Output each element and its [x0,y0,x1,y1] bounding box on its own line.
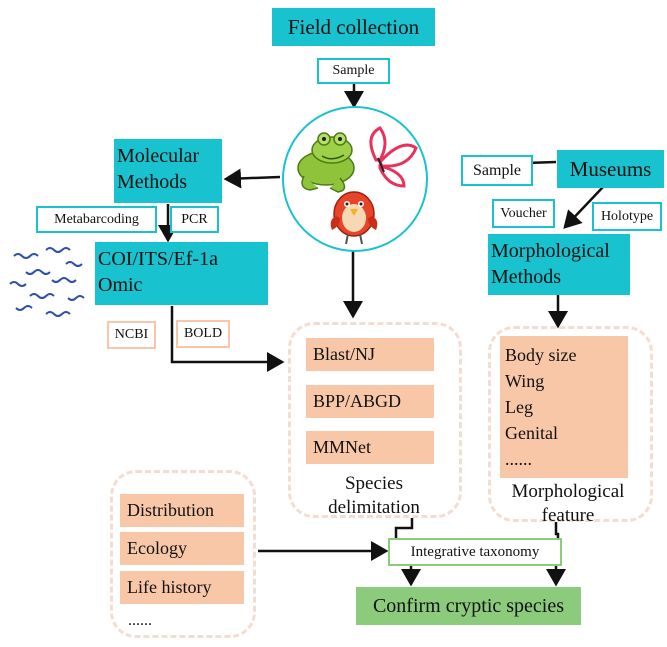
confirm-cryptic-species-box: Confirm cryptic species [356,587,581,625]
sample-label-right: Sample [461,155,533,186]
integrative-taxonomy-box: Integrative taxonomy [388,538,562,566]
butterfly-icon [369,126,418,188]
organisms-circle [282,106,428,252]
dna-strands-icon [9,247,85,317]
other-evidence-group [110,470,256,638]
evidence-more: ...... [128,612,152,629]
bold-label: BOLD [176,320,230,348]
delimitation-method-1: Blast/NJ [306,338,434,371]
bird-icon [330,191,378,245]
morphological-feature-list: Body size Wing Leg Genital ...... [500,336,628,478]
pcr-label: PCR [170,206,219,233]
evidence-item-ecology: Ecology [120,532,244,565]
delimitation-method-2: BPP/ABGD [306,385,434,418]
evidence-item-life-history: Life history [120,571,244,604]
field-collection-box: Field collection [272,8,435,46]
line-delimitation-to-integrative [394,518,414,544]
species-delimitation-group [288,322,462,518]
arrow-organisms-to-molecular [223,168,281,189]
sample-label-top: Sample [317,58,390,84]
evidence-item-distribution: Distribution [120,494,244,527]
morphological-methods-box: Morphological Methods [488,234,630,295]
morphological-feature-group [488,326,653,522]
ncbi-label: NCBI [107,321,156,349]
voucher-label: Voucher [492,199,555,228]
metabarcoding-label: Metabarcoding [36,206,157,233]
holotype-label: Holotype [592,202,662,231]
delimitation-method-3: MMNet [306,431,434,464]
frog-icon [297,132,355,193]
museums-box: Museums [557,150,664,188]
species-delimitation-label: Species delimitation [328,473,420,518]
arrow-markers-to-delimitation [170,306,285,372]
markers-box: COI/ITS/Ef-1a Omic [95,242,268,305]
arrow-museums-to-morphological [563,186,604,229]
morphological-feature-label: Morphological feature [511,481,625,526]
molecular-methods-box: Molecular Methods [114,139,222,203]
